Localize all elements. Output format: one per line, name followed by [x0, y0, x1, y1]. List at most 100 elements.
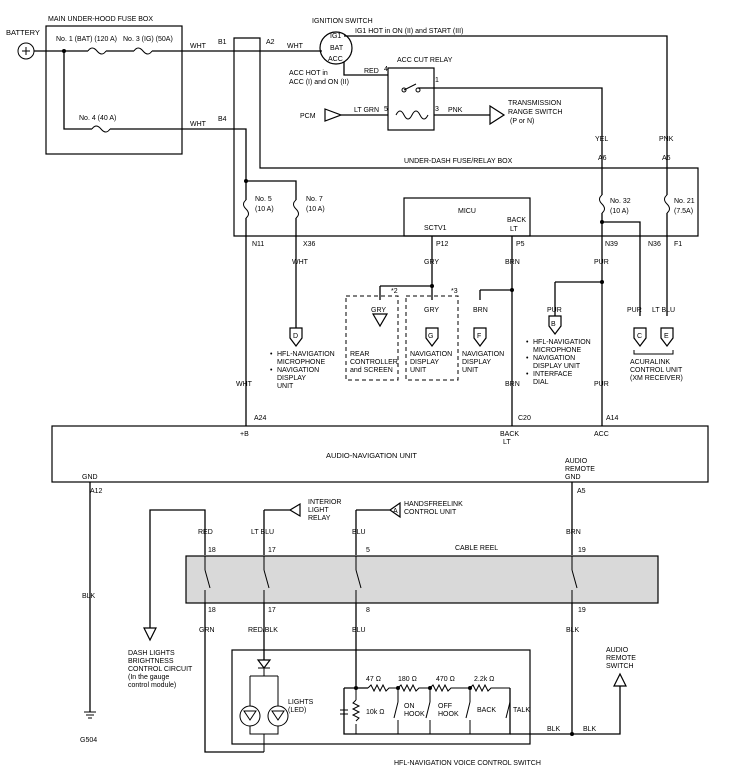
- acc-cut-relay-title: ACC CUT RELAY: [397, 57, 453, 64]
- svg-text:ACC: ACC: [594, 431, 609, 438]
- svg-text:IG1: IG1: [330, 33, 341, 40]
- svg-text:BLK: BLK: [547, 726, 561, 733]
- svg-text:INTERIOR: INTERIOR: [308, 499, 341, 506]
- svg-text:D: D: [293, 333, 298, 340]
- rear-controller-connector: [371, 313, 389, 328]
- svg-text:WHT: WHT: [287, 43, 304, 50]
- fuse-4-icon: [91, 125, 111, 133]
- pcm-connector: [324, 108, 343, 122]
- svg-text:B: B: [551, 321, 556, 328]
- svg-text:DISPLAY UNIT: DISPLAY UNIT: [533, 363, 581, 370]
- svg-text:A2: A2: [266, 39, 275, 46]
- svg-text:LT BLU: LT BLU: [652, 307, 675, 314]
- svg-text:1: 1: [435, 77, 439, 84]
- ground-icon: [84, 711, 96, 719]
- svg-text:180 Ω: 180 Ω: [398, 676, 417, 683]
- svg-text:BLK: BLK: [583, 726, 597, 733]
- svg-text:RED/BLK: RED/BLK: [248, 627, 278, 634]
- svg-text:(7.5A): (7.5A): [674, 208, 693, 215]
- svg-text:(10 A): (10 A): [610, 208, 629, 215]
- under-dash-box-title: UNDER-DASH FUSE/RELAY BOX: [404, 158, 513, 165]
- svg-text:•: •: [270, 351, 273, 358]
- svg-text:•: •: [270, 367, 273, 374]
- hfl-mic-b-label: •HFL-NAVIGATION MICROPHONE •NAVIGATION D…: [526, 339, 591, 386]
- svg-text:No. 5: No. 5: [255, 196, 272, 203]
- svg-text:ON: ON: [404, 703, 415, 710]
- svg-text:ACC (I) and ON (II): ACC (I) and ON (II): [289, 79, 349, 86]
- svg-text:BRN: BRN: [566, 529, 581, 536]
- svg-text:and SCREEN: and SCREEN: [350, 367, 393, 374]
- svg-text:(LED): (LED): [288, 707, 306, 714]
- svg-text:47 Ω: 47 Ω: [366, 676, 381, 683]
- svg-text:G: G: [428, 333, 433, 340]
- svg-text:(10 A): (10 A): [255, 206, 274, 213]
- svg-text:A5: A5: [577, 488, 586, 495]
- svg-text:REAR: REAR: [350, 351, 369, 358]
- svg-text:*2: *2: [391, 288, 398, 295]
- svg-text:MICROPHONE: MICROPHONE: [277, 359, 326, 366]
- svg-text:LIGHT: LIGHT: [308, 507, 329, 514]
- svg-text:+B: +B: [240, 431, 249, 438]
- connector-g: [425, 327, 439, 347]
- acc-cut-relay: [387, 67, 435, 131]
- capacitor-icon: [340, 709, 348, 715]
- resistor-10k-icon: [351, 699, 361, 722]
- svg-text:UNIT: UNIT: [277, 383, 294, 390]
- svg-text:NAVIGATION: NAVIGATION: [533, 355, 575, 362]
- svg-text:LT: LT: [510, 226, 518, 233]
- dash-lights-connector: [143, 627, 157, 642]
- cable-reel-contacts: [204, 556, 578, 603]
- svg-text:PNK: PNK: [448, 107, 463, 114]
- svg-text:(P or N): (P or N): [510, 118, 534, 125]
- cable-reel: [185, 555, 659, 604]
- svg-text:INTERFACE: INTERFACE: [533, 371, 573, 378]
- connector-a: [388, 501, 401, 519]
- switch-on-hook-icon: [393, 688, 399, 734]
- svg-text:REMOTE: REMOTE: [565, 466, 595, 473]
- svg-text:2.2k Ω: 2.2k Ω: [474, 676, 494, 683]
- svg-text:(XM RECEIVER): (XM RECEIVER): [630, 375, 683, 382]
- svg-text:P5: P5: [516, 241, 525, 248]
- audio-remote-switch-connector: [613, 672, 627, 687]
- svg-text:PNK: PNK: [659, 136, 674, 143]
- under-dash-fuse-relay-box: [233, 37, 699, 237]
- svg-text:18: 18: [208, 607, 216, 614]
- svg-text:N39: N39: [605, 241, 618, 248]
- svg-text:PUR: PUR: [627, 307, 642, 314]
- svg-text:GRY: GRY: [424, 307, 439, 314]
- switch-back-icon: [465, 688, 471, 734]
- svg-text:•: •: [526, 339, 529, 346]
- svg-text:BACK: BACK: [500, 431, 519, 438]
- resistor-2k2-icon: [469, 683, 510, 693]
- svg-text:PUR: PUR: [547, 307, 562, 314]
- svg-text:HOOK: HOOK: [438, 711, 459, 718]
- svg-text:WHT: WHT: [292, 259, 309, 266]
- svg-text:YEL: YEL: [595, 136, 608, 143]
- svg-text:PUR: PUR: [594, 381, 609, 388]
- connector-e: [660, 327, 674, 347]
- svg-text:No. 32: No. 32: [610, 198, 631, 205]
- fuse-32-icon: [599, 194, 605, 214]
- relay-coil-icon: [395, 110, 429, 120]
- svg-text:BRN: BRN: [473, 307, 488, 314]
- svg-text:TALK: TALK: [513, 707, 530, 714]
- pcm-label: PCM: [300, 113, 316, 120]
- svg-text:5: 5: [366, 547, 370, 554]
- svg-text:A12: A12: [90, 488, 103, 495]
- fuse-1-label: No. 1 (BAT) (120 A): [56, 36, 117, 43]
- svg-text:IG1 HOT in ON (II) and START (: IG1 HOT in ON (II) and START (III): [355, 28, 463, 35]
- svg-text:4: 4: [384, 66, 388, 73]
- svg-text:N11: N11: [252, 241, 264, 248]
- svg-text:F: F: [477, 333, 481, 340]
- svg-text:5: 5: [384, 106, 388, 113]
- svg-text:19: 19: [578, 547, 586, 554]
- svg-text:NAVIGATION: NAVIGATION: [410, 351, 452, 358]
- svg-text:HOOK: HOOK: [404, 711, 425, 718]
- svg-text:BRN: BRN: [505, 381, 520, 388]
- fuse-21-icon: [664, 194, 670, 214]
- svg-text:UNIT: UNIT: [462, 367, 479, 374]
- svg-text:8: 8: [366, 607, 370, 614]
- fuse-7-icon: [293, 199, 299, 219]
- svg-text:BAT: BAT: [330, 45, 344, 52]
